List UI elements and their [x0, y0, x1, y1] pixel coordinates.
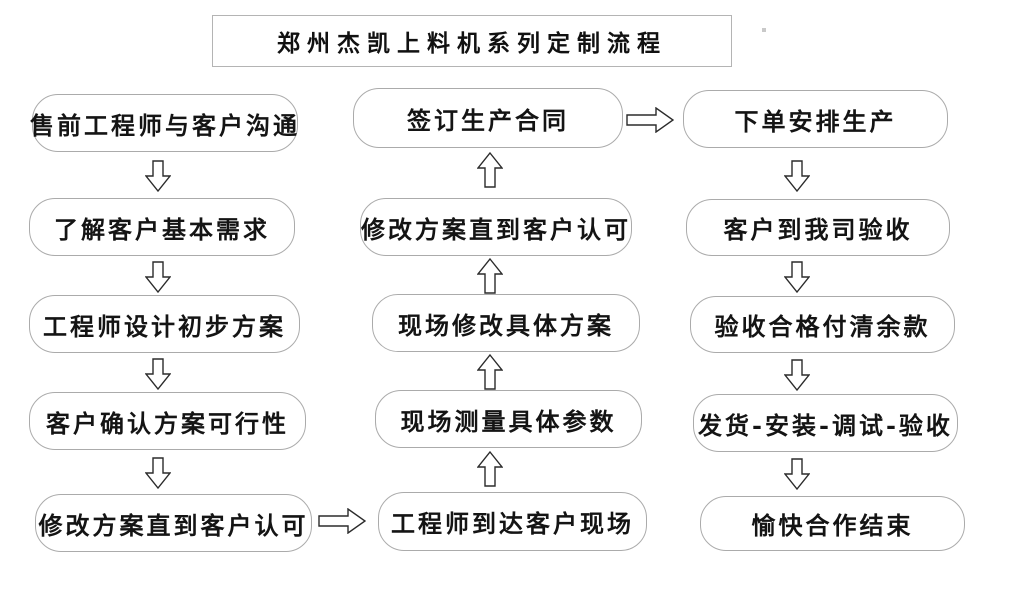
- flow-node-left-1: 售前工程师与客户沟通: [30, 94, 300, 152]
- arrow-up-icon: [477, 354, 503, 390]
- flow-node-middle-5: 工程师到达客户现场: [378, 492, 647, 551]
- arrow-down-icon: [784, 261, 810, 293]
- flow-node-label: 工程师到达客户现场: [391, 509, 634, 538]
- flow-node-label: 修改方案直到客户认可: [361, 214, 631, 244]
- flow-node-label: 验收合格付清余款: [714, 312, 931, 341]
- flow-node-label: 修改方案直到客户认可: [38, 510, 309, 540]
- flow-node-middle-4: 现场测量具体参数: [375, 390, 642, 448]
- flow-node-label: 客户确认方案可行性: [46, 408, 289, 438]
- arrow-down-icon: [784, 458, 810, 490]
- arrow-up-icon: [477, 258, 503, 294]
- flow-node-right-4: 发货-安装-调试-验收: [693, 394, 958, 452]
- flow-node-right-5: 愉快合作结束: [700, 496, 965, 551]
- arrow-down-icon: [784, 359, 810, 391]
- anchor-dot: [762, 28, 766, 32]
- flow-node-label: 现场修改具体方案: [398, 310, 614, 340]
- arrow-right-icon: [318, 508, 366, 534]
- flow-node-left-3: 工程师设计初步方案: [29, 295, 300, 353]
- flow-node-left-5: 修改方案直到客户认可: [35, 494, 312, 552]
- arrow-down-icon: [145, 457, 171, 489]
- flow-node-right-1: 下单安排生产: [683, 90, 948, 148]
- flow-node-label: 工程师设计初步方案: [43, 311, 286, 341]
- title-box: 郑州杰凯上料机系列定制流程: [212, 15, 732, 67]
- flow-node-label: 现场测量具体参数: [400, 406, 617, 436]
- arrow-down-icon: [145, 358, 171, 390]
- flow-node-right-2: 客户到我司验收: [686, 199, 950, 256]
- arrow-down-icon: [145, 160, 171, 192]
- flow-node-middle-2: 修改方案直到客户认可: [360, 198, 632, 256]
- flow-node-label: 愉快合作结束: [751, 511, 914, 540]
- arrow-down-icon: [784, 160, 810, 192]
- arrow-right-icon: [626, 107, 674, 133]
- flow-node-label: 下单安排生产: [734, 106, 897, 136]
- flow-node-label: 客户到我司验收: [723, 215, 913, 244]
- flow-node-right-3: 验收合格付清余款: [690, 296, 955, 353]
- flow-node-left-2: 了解客户基本需求: [29, 198, 295, 256]
- flow-node-label: 售前工程师与客户沟通: [30, 110, 300, 140]
- page-title: 郑州杰凯上料机系列定制流程: [277, 30, 667, 57]
- flow-node-label: 了解客户基本需求: [54, 214, 270, 244]
- arrow-up-icon: [477, 152, 503, 188]
- arrow-up-icon: [477, 451, 503, 487]
- flow-node-middle-3: 现场修改具体方案: [372, 294, 640, 352]
- flow-node-left-4: 客户确认方案可行性: [29, 392, 306, 450]
- flow-node-label: 发货-安装-调试-验收: [698, 410, 953, 440]
- flow-node-middle-1: 签订生产合同: [353, 88, 623, 148]
- arrow-down-icon: [145, 261, 171, 293]
- flow-node-label: 签订生产合同: [407, 105, 569, 135]
